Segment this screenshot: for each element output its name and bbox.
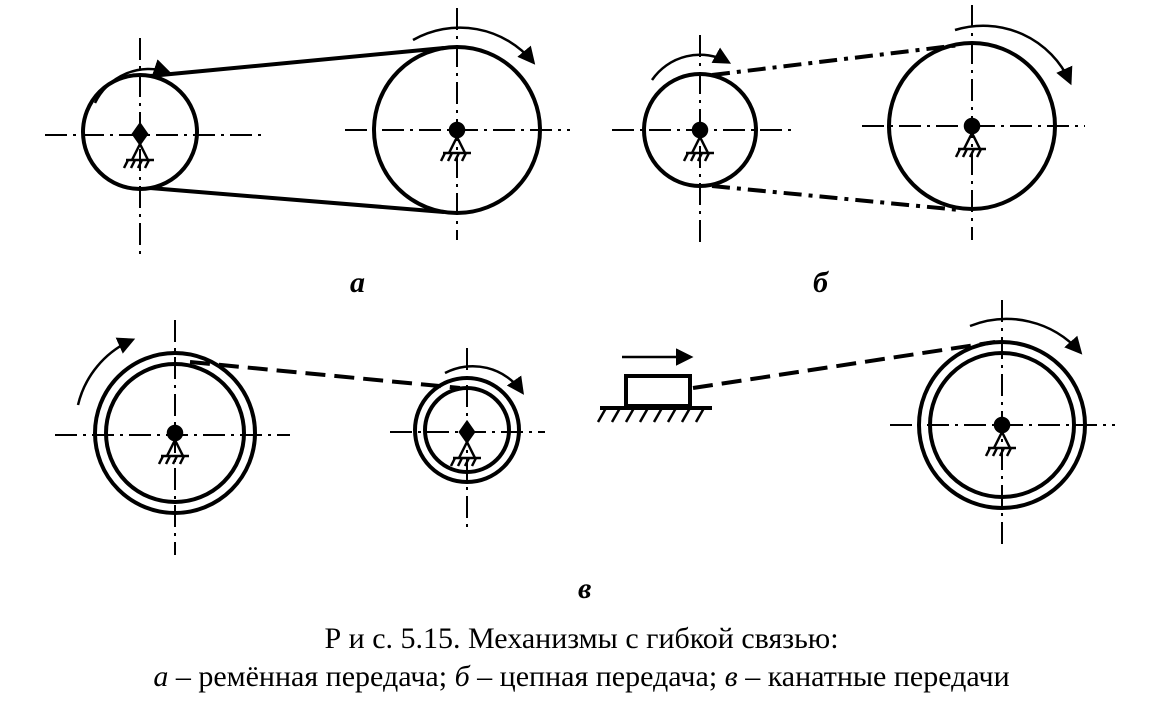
small-pulley: [81, 73, 199, 191]
centerlines-v: [55, 300, 1115, 555]
rotation-arrow: [954, 24, 1073, 86]
winch-drum-outer: [917, 340, 1087, 510]
winch-drum-inner: [928, 351, 1076, 499]
label-b: б: [813, 266, 828, 299]
rotation-arrow: [650, 47, 732, 81]
chain-lower: [711, 184, 961, 212]
pivot-support-icon: [954, 117, 986, 158]
belt-upper: [149, 46, 445, 78]
pivot-support-icon: [984, 416, 1016, 457]
pivot-support-icon: [439, 121, 471, 162]
chain-upper: [711, 43, 961, 77]
pivot-support-icon: [682, 121, 714, 162]
belt-drive-diagram: [45, 8, 570, 258]
rotation-arrow: [444, 365, 524, 395]
rope-pulley-inner: [423, 386, 511, 474]
centerlines-a: [45, 8, 570, 258]
chain-drive-diagram: [612, 5, 1085, 248]
rope-pulley-outer: [413, 376, 521, 484]
pivot-support-icon: [122, 121, 154, 169]
caption-legend: а – ремённая передача; б – цепная переда…: [0, 660, 1163, 694]
rope-2: [692, 340, 996, 390]
driven-sprocket: [887, 41, 1057, 211]
rope-drives-diagram: [55, 300, 1115, 555]
label-a: а: [350, 266, 365, 299]
caption-text-v: – канатные передачи: [737, 660, 1010, 693]
centerlines-b: [612, 5, 1085, 248]
label-v: в: [578, 572, 592, 605]
rotation-arrow: [969, 317, 1083, 355]
rope-drum-outer: [93, 351, 257, 515]
rotation-arrow: [93, 59, 172, 104]
caption-letter-v: в: [724, 660, 738, 693]
caption-letter-b: б: [454, 660, 470, 693]
rotation-arrow: [412, 26, 536, 65]
pivot-support-icon: [157, 424, 189, 465]
caption-text-a: – ремённая передача;: [168, 660, 455, 693]
large-pulley: [372, 45, 542, 215]
rope-drum-inner: [104, 362, 246, 504]
caption-letter-a: а: [153, 660, 169, 693]
rotation-arrow: [76, 337, 136, 406]
caption-title: Р и с. 5.15. Механизмы с гибкой связью:: [324, 622, 839, 655]
ground-hatch-icon: [596, 406, 712, 423]
caption-text-b: – цепная передача;: [469, 660, 725, 693]
rope-1: [189, 360, 461, 390]
drive-sprocket: [642, 72, 758, 188]
pivot-support-icon: [449, 419, 481, 467]
sliding-load-block: [624, 374, 692, 408]
belt-lower: [149, 186, 445, 214]
